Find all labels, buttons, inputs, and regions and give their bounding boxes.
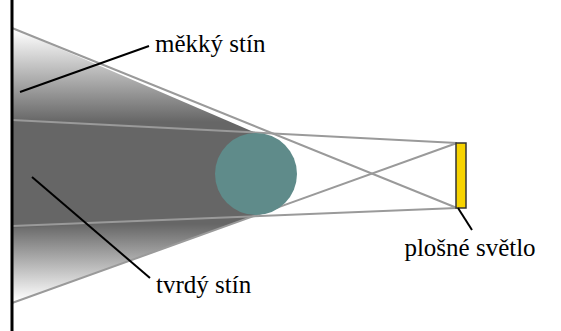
leader-lines xyxy=(20,46,472,278)
object-circle xyxy=(215,133,297,215)
wall xyxy=(11,0,14,331)
area-light xyxy=(456,143,466,208)
leader-line xyxy=(20,46,149,92)
leader-line xyxy=(458,208,472,230)
light-rays xyxy=(12,28,457,303)
leader-line xyxy=(32,177,150,278)
shadow-label: tvrdý stín xyxy=(156,271,251,299)
light-label: plošné světlo xyxy=(404,234,535,262)
shadow-label: měkký stín xyxy=(155,30,265,58)
